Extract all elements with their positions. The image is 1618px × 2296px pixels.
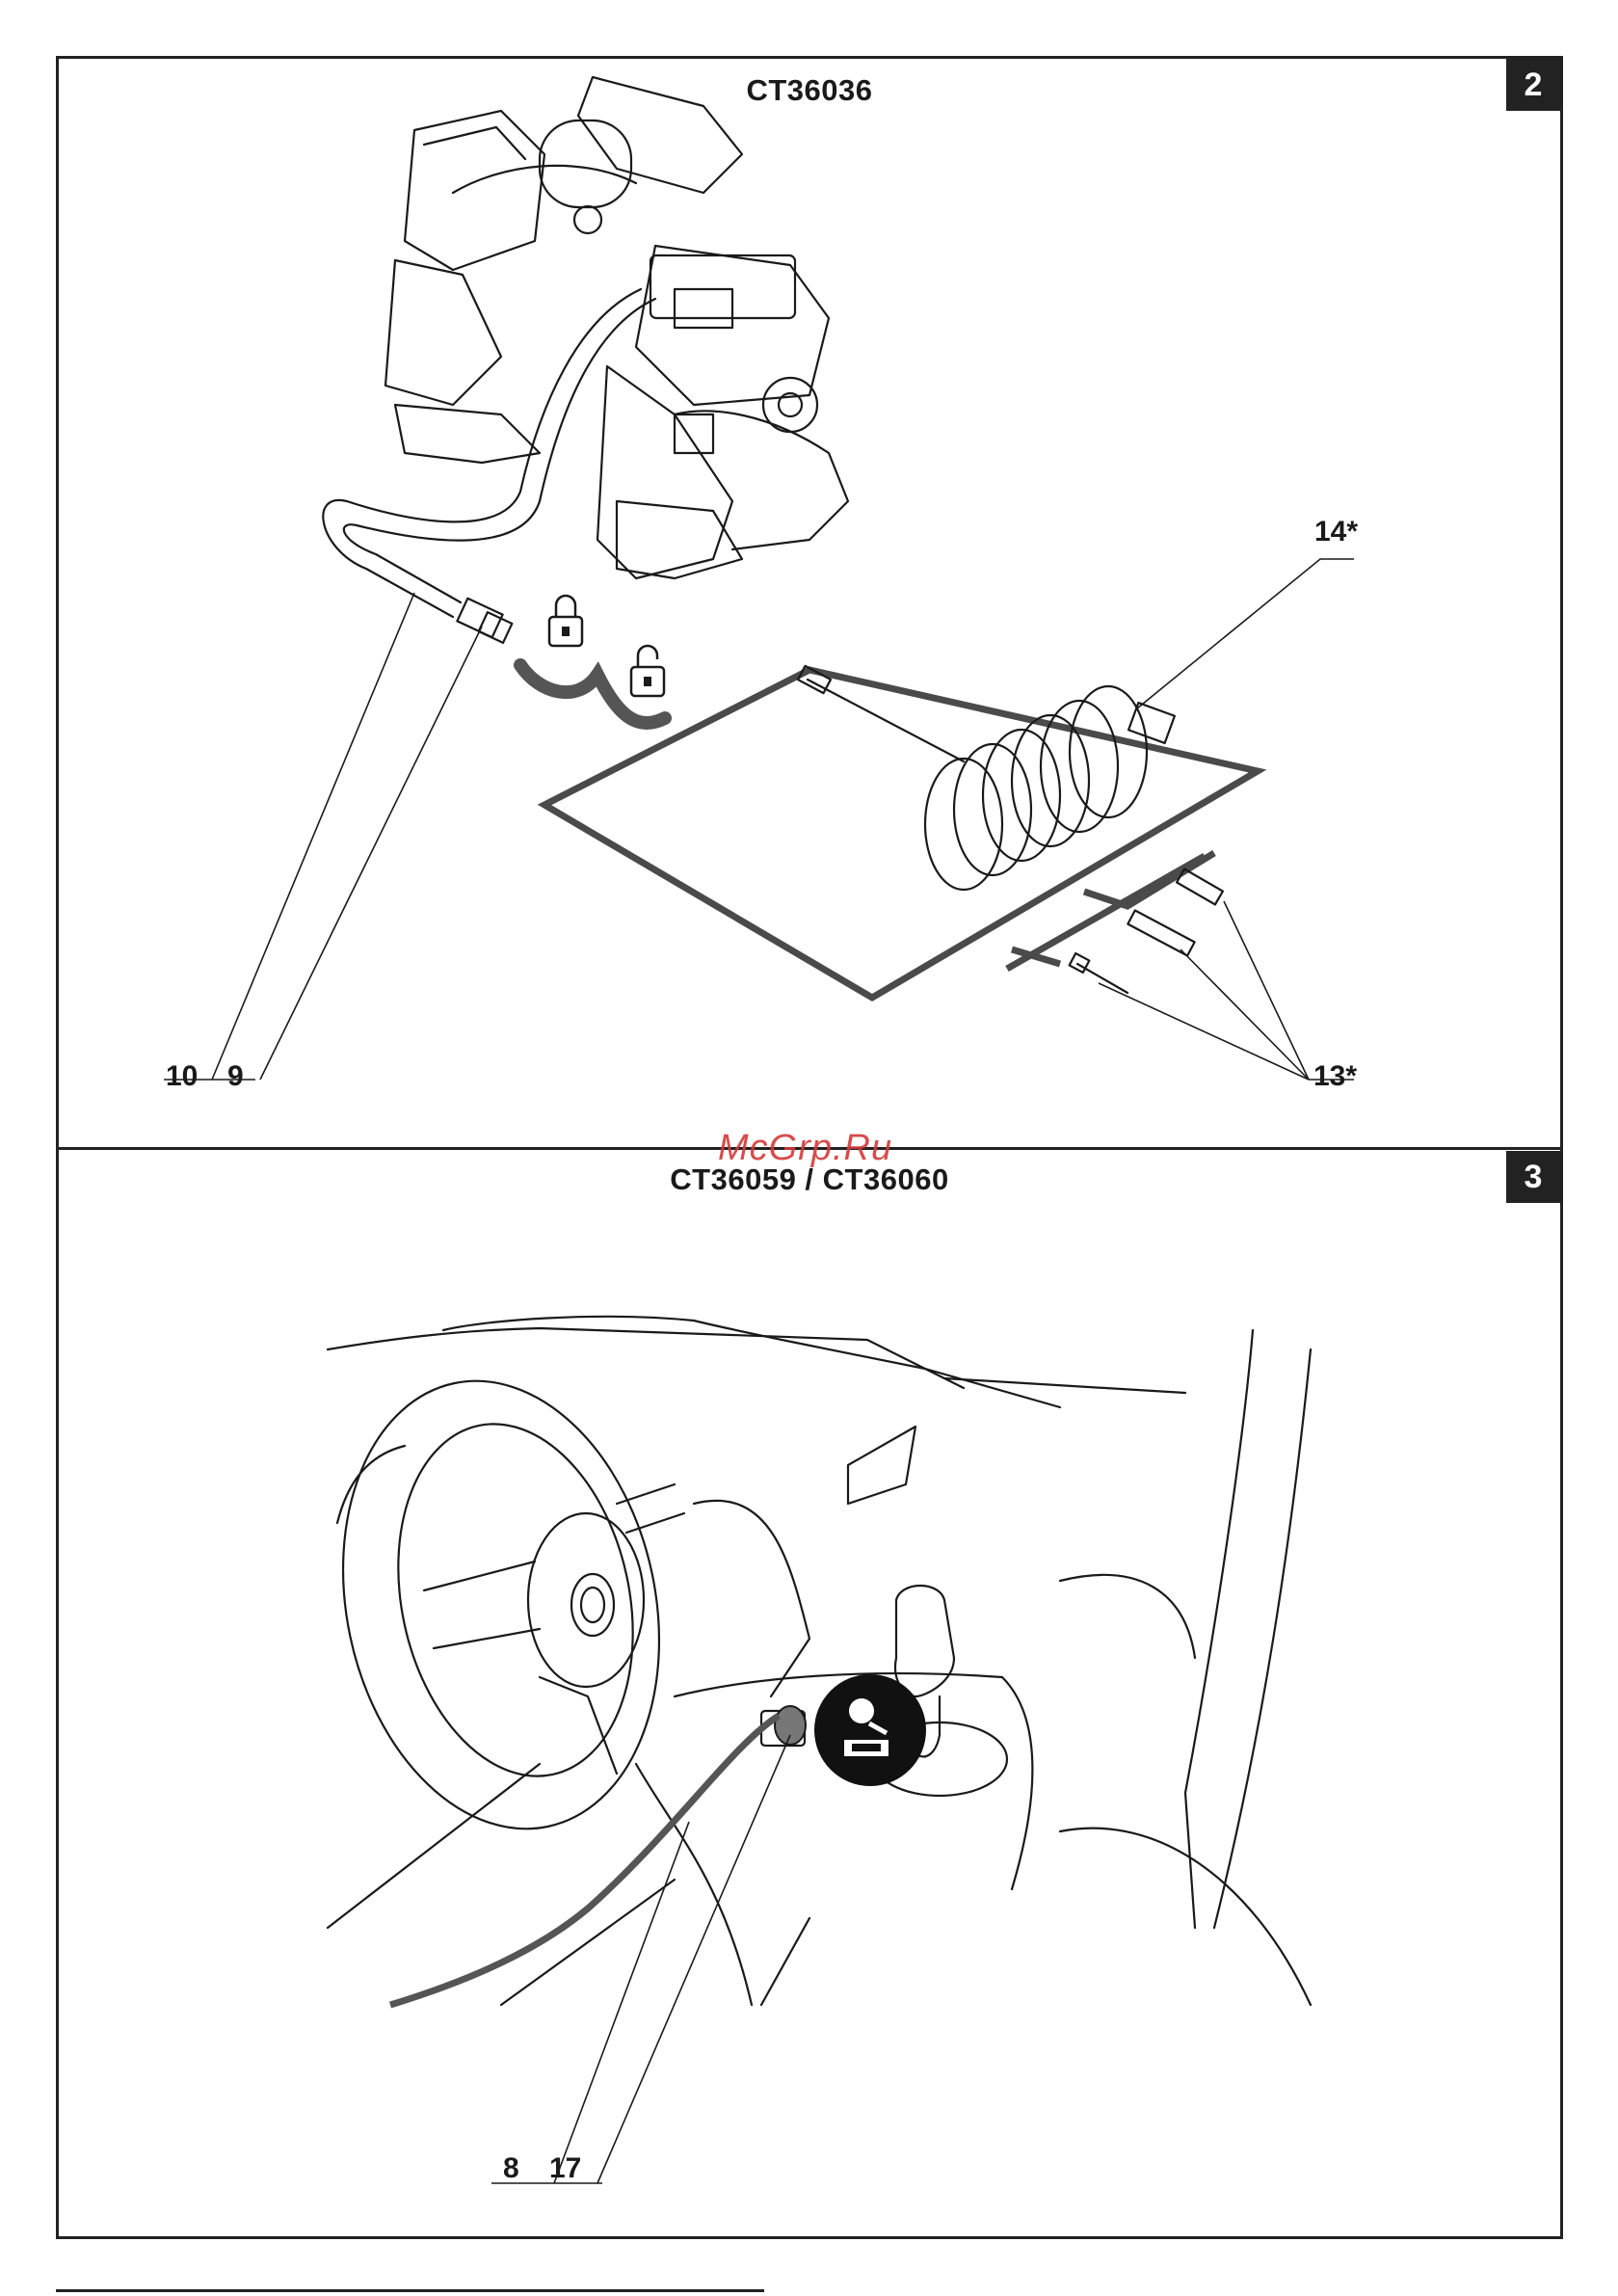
car-interior-illustration: [304, 1317, 1311, 2005]
callout-17: 17: [549, 2152, 581, 2185]
callout-8: 8: [503, 2152, 519, 2185]
footer-rule: [56, 2289, 764, 2292]
cigarette-lighter-icon: [814, 1674, 926, 1786]
